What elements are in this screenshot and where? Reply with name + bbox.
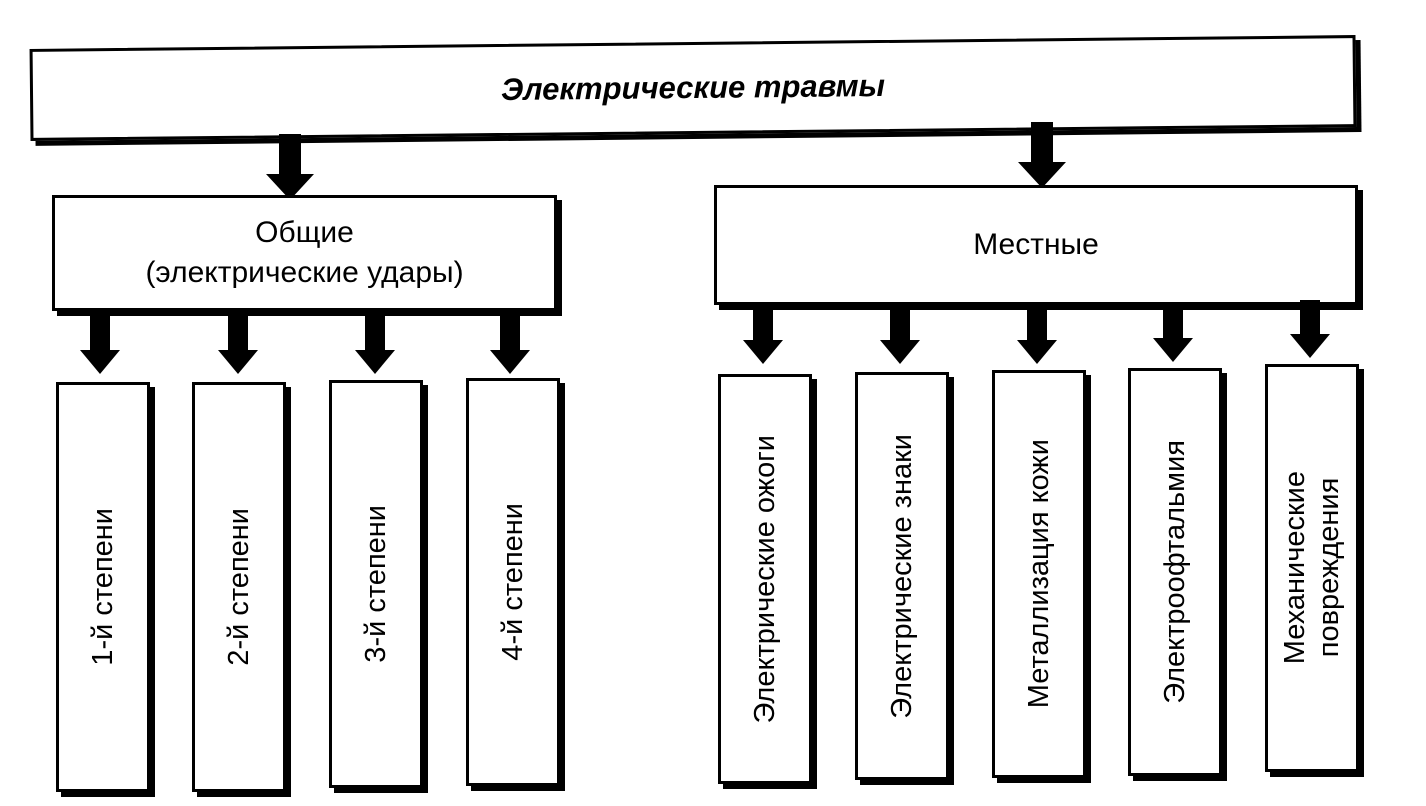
category-general: Общие (электрические удары) bbox=[52, 195, 557, 311]
local-item-4-label: Электроофтальмия bbox=[1159, 440, 1191, 704]
local-item-5-line1: Механические bbox=[1279, 471, 1311, 665]
arrow-general-2 bbox=[218, 316, 258, 374]
arrow-general-4 bbox=[490, 316, 530, 374]
category-local-title: Местные bbox=[973, 228, 1099, 261]
local-item-3: Металлизация кожи bbox=[992, 370, 1086, 778]
general-item-3: 3-й степени bbox=[329, 380, 423, 788]
local-item-3-label: Металлизация кожи bbox=[1023, 439, 1055, 709]
arrow-local-1 bbox=[743, 306, 783, 364]
general-item-2: 2-й степени bbox=[192, 382, 286, 792]
local-item-2-label: Электрические знаки bbox=[886, 433, 918, 719]
arrow-local-5 bbox=[1290, 300, 1330, 358]
arrow-root-to-general bbox=[266, 134, 314, 200]
root-label: Электрические травмы bbox=[500, 67, 886, 108]
local-item-2: Электрические знаки bbox=[855, 372, 949, 780]
general-item-4: 4-й степени bbox=[466, 378, 560, 786]
local-item-5-line2: повреждения bbox=[1313, 478, 1345, 658]
general-item-2-label: 2-й степени bbox=[223, 508, 255, 666]
local-item-5-label: Механические повреждения bbox=[1278, 471, 1346, 664]
local-item-5: Механические повреждения bbox=[1265, 364, 1359, 772]
local-item-1-label: Электрические ожоги bbox=[749, 434, 781, 724]
arrow-root-to-local bbox=[1018, 122, 1066, 188]
local-item-1: Электрические ожоги bbox=[718, 374, 812, 784]
local-item-4: Электроофтальмия bbox=[1128, 368, 1222, 776]
arrow-local-2 bbox=[880, 306, 920, 364]
general-item-1-label: 1-й степени bbox=[87, 508, 119, 666]
arrow-local-4 bbox=[1153, 304, 1193, 362]
arrow-local-3 bbox=[1017, 306, 1057, 364]
category-general-subtitle: (электрические удары) bbox=[145, 256, 464, 289]
general-item-4-label: 4-й степени bbox=[497, 503, 529, 661]
general-item-3-label: 3-й степени bbox=[360, 505, 392, 663]
general-item-1: 1-й степени bbox=[56, 382, 150, 792]
arrow-general-1 bbox=[80, 316, 120, 374]
arrow-general-3 bbox=[355, 316, 395, 374]
category-general-title: Общие bbox=[255, 216, 354, 249]
root-node: Электрические травмы bbox=[29, 35, 1357, 141]
category-local: Местные bbox=[714, 185, 1358, 305]
